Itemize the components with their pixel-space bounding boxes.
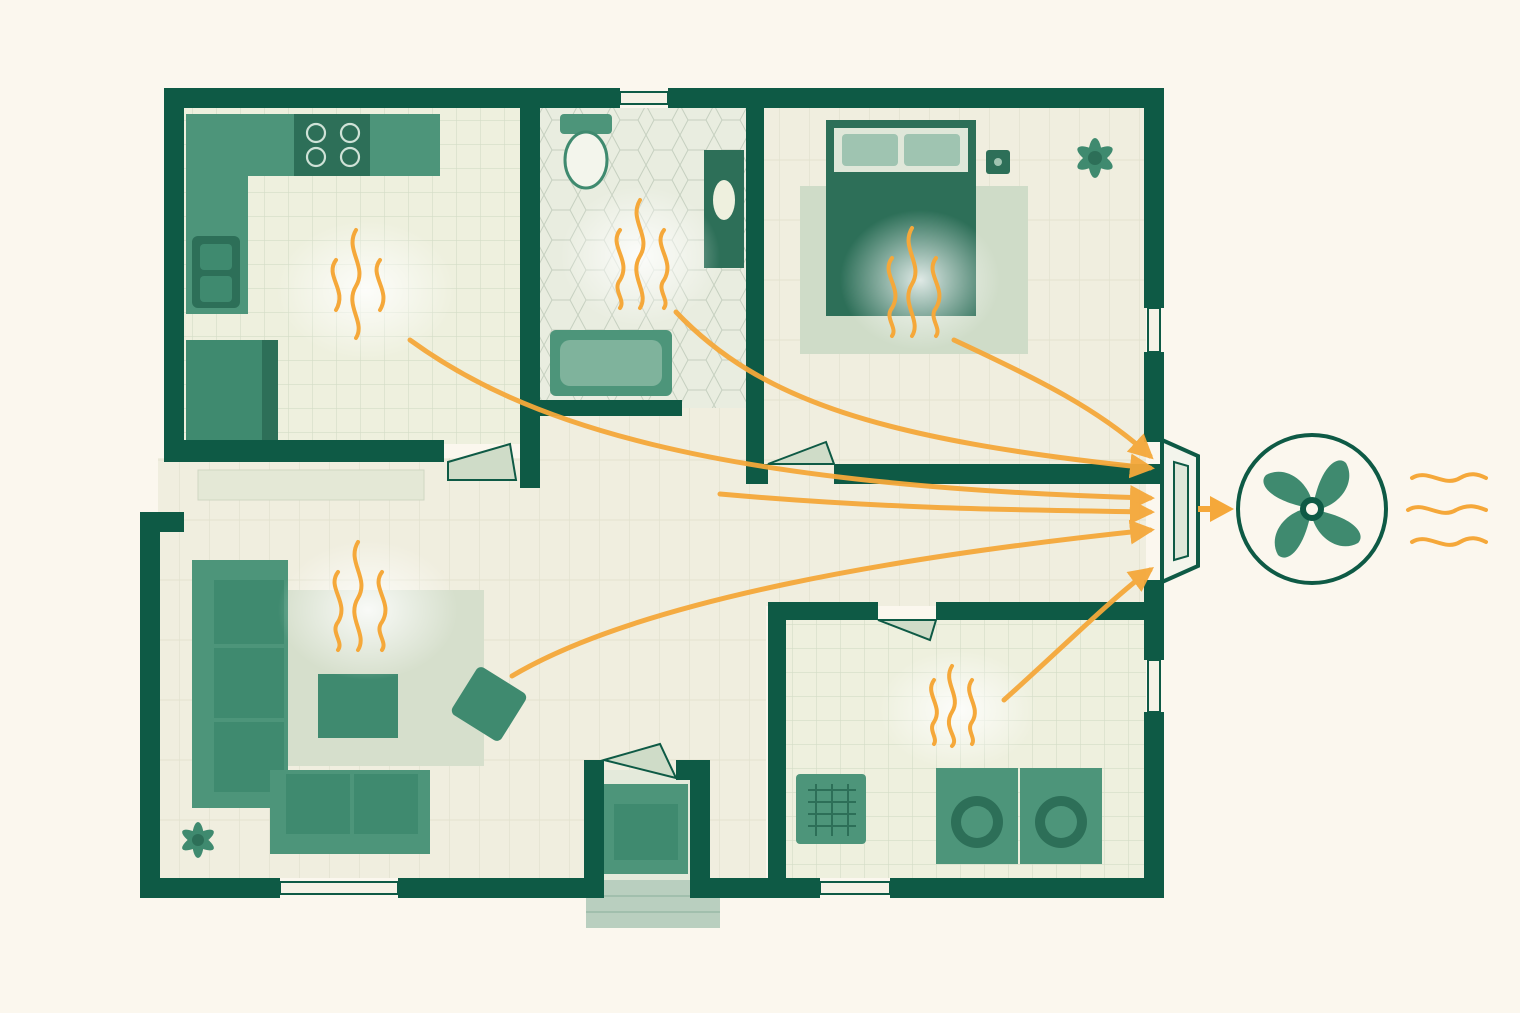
vent-to-fan-arrow-icon — [1198, 496, 1234, 522]
outer-wall-right — [1144, 88, 1164, 308]
plant-icon — [182, 822, 214, 858]
laundry-wall — [768, 602, 878, 620]
doors — [447, 440, 938, 780]
hallway-cabinet — [197, 469, 425, 501]
living-room-heat-icon — [332, 540, 388, 652]
airflow-arrows — [407, 309, 1155, 703]
bathroom-heat-icon — [614, 198, 670, 310]
walls — [140, 88, 1164, 898]
airflow-arrow-kitchen — [407, 337, 1155, 510]
toilet-tank — [560, 114, 612, 134]
kitchen-furniture — [186, 114, 440, 440]
stove — [294, 114, 370, 176]
entry-area — [586, 784, 720, 928]
plant-icon — [1077, 138, 1113, 178]
exhaust-fan-icon — [1236, 433, 1388, 585]
outer-wall-top-left — [164, 88, 620, 108]
bedroom-heat-icon — [886, 226, 942, 338]
stove-burners-icon — [305, 122, 361, 168]
kitchen-heat-icon — [330, 228, 386, 340]
outer-wall-left — [164, 88, 184, 458]
bathroom-furniture — [550, 114, 744, 396]
kitchen-wall — [164, 440, 444, 462]
airflow-arrow-hallway — [717, 491, 1155, 525]
armchair-icon — [451, 667, 527, 741]
outer-wall-bottom — [140, 878, 280, 898]
sink-icon — [713, 180, 735, 220]
heat-waves — [330, 198, 977, 748]
exhaust-vent-icon — [1160, 436, 1200, 586]
air-out-icon — [1406, 472, 1488, 547]
toilet-icon — [563, 130, 609, 190]
coffee-table — [318, 674, 398, 738]
airflow-arrow-laundry — [1001, 566, 1154, 703]
laundry-furniture — [796, 768, 1102, 864]
airflow-arrow-bathroom — [673, 309, 1155, 479]
windows — [279, 91, 1161, 895]
airflow-arrow-living-room — [509, 519, 1155, 679]
airflow-arrow-bedroom — [951, 337, 1154, 460]
laundry-heat-icon — [929, 664, 977, 748]
